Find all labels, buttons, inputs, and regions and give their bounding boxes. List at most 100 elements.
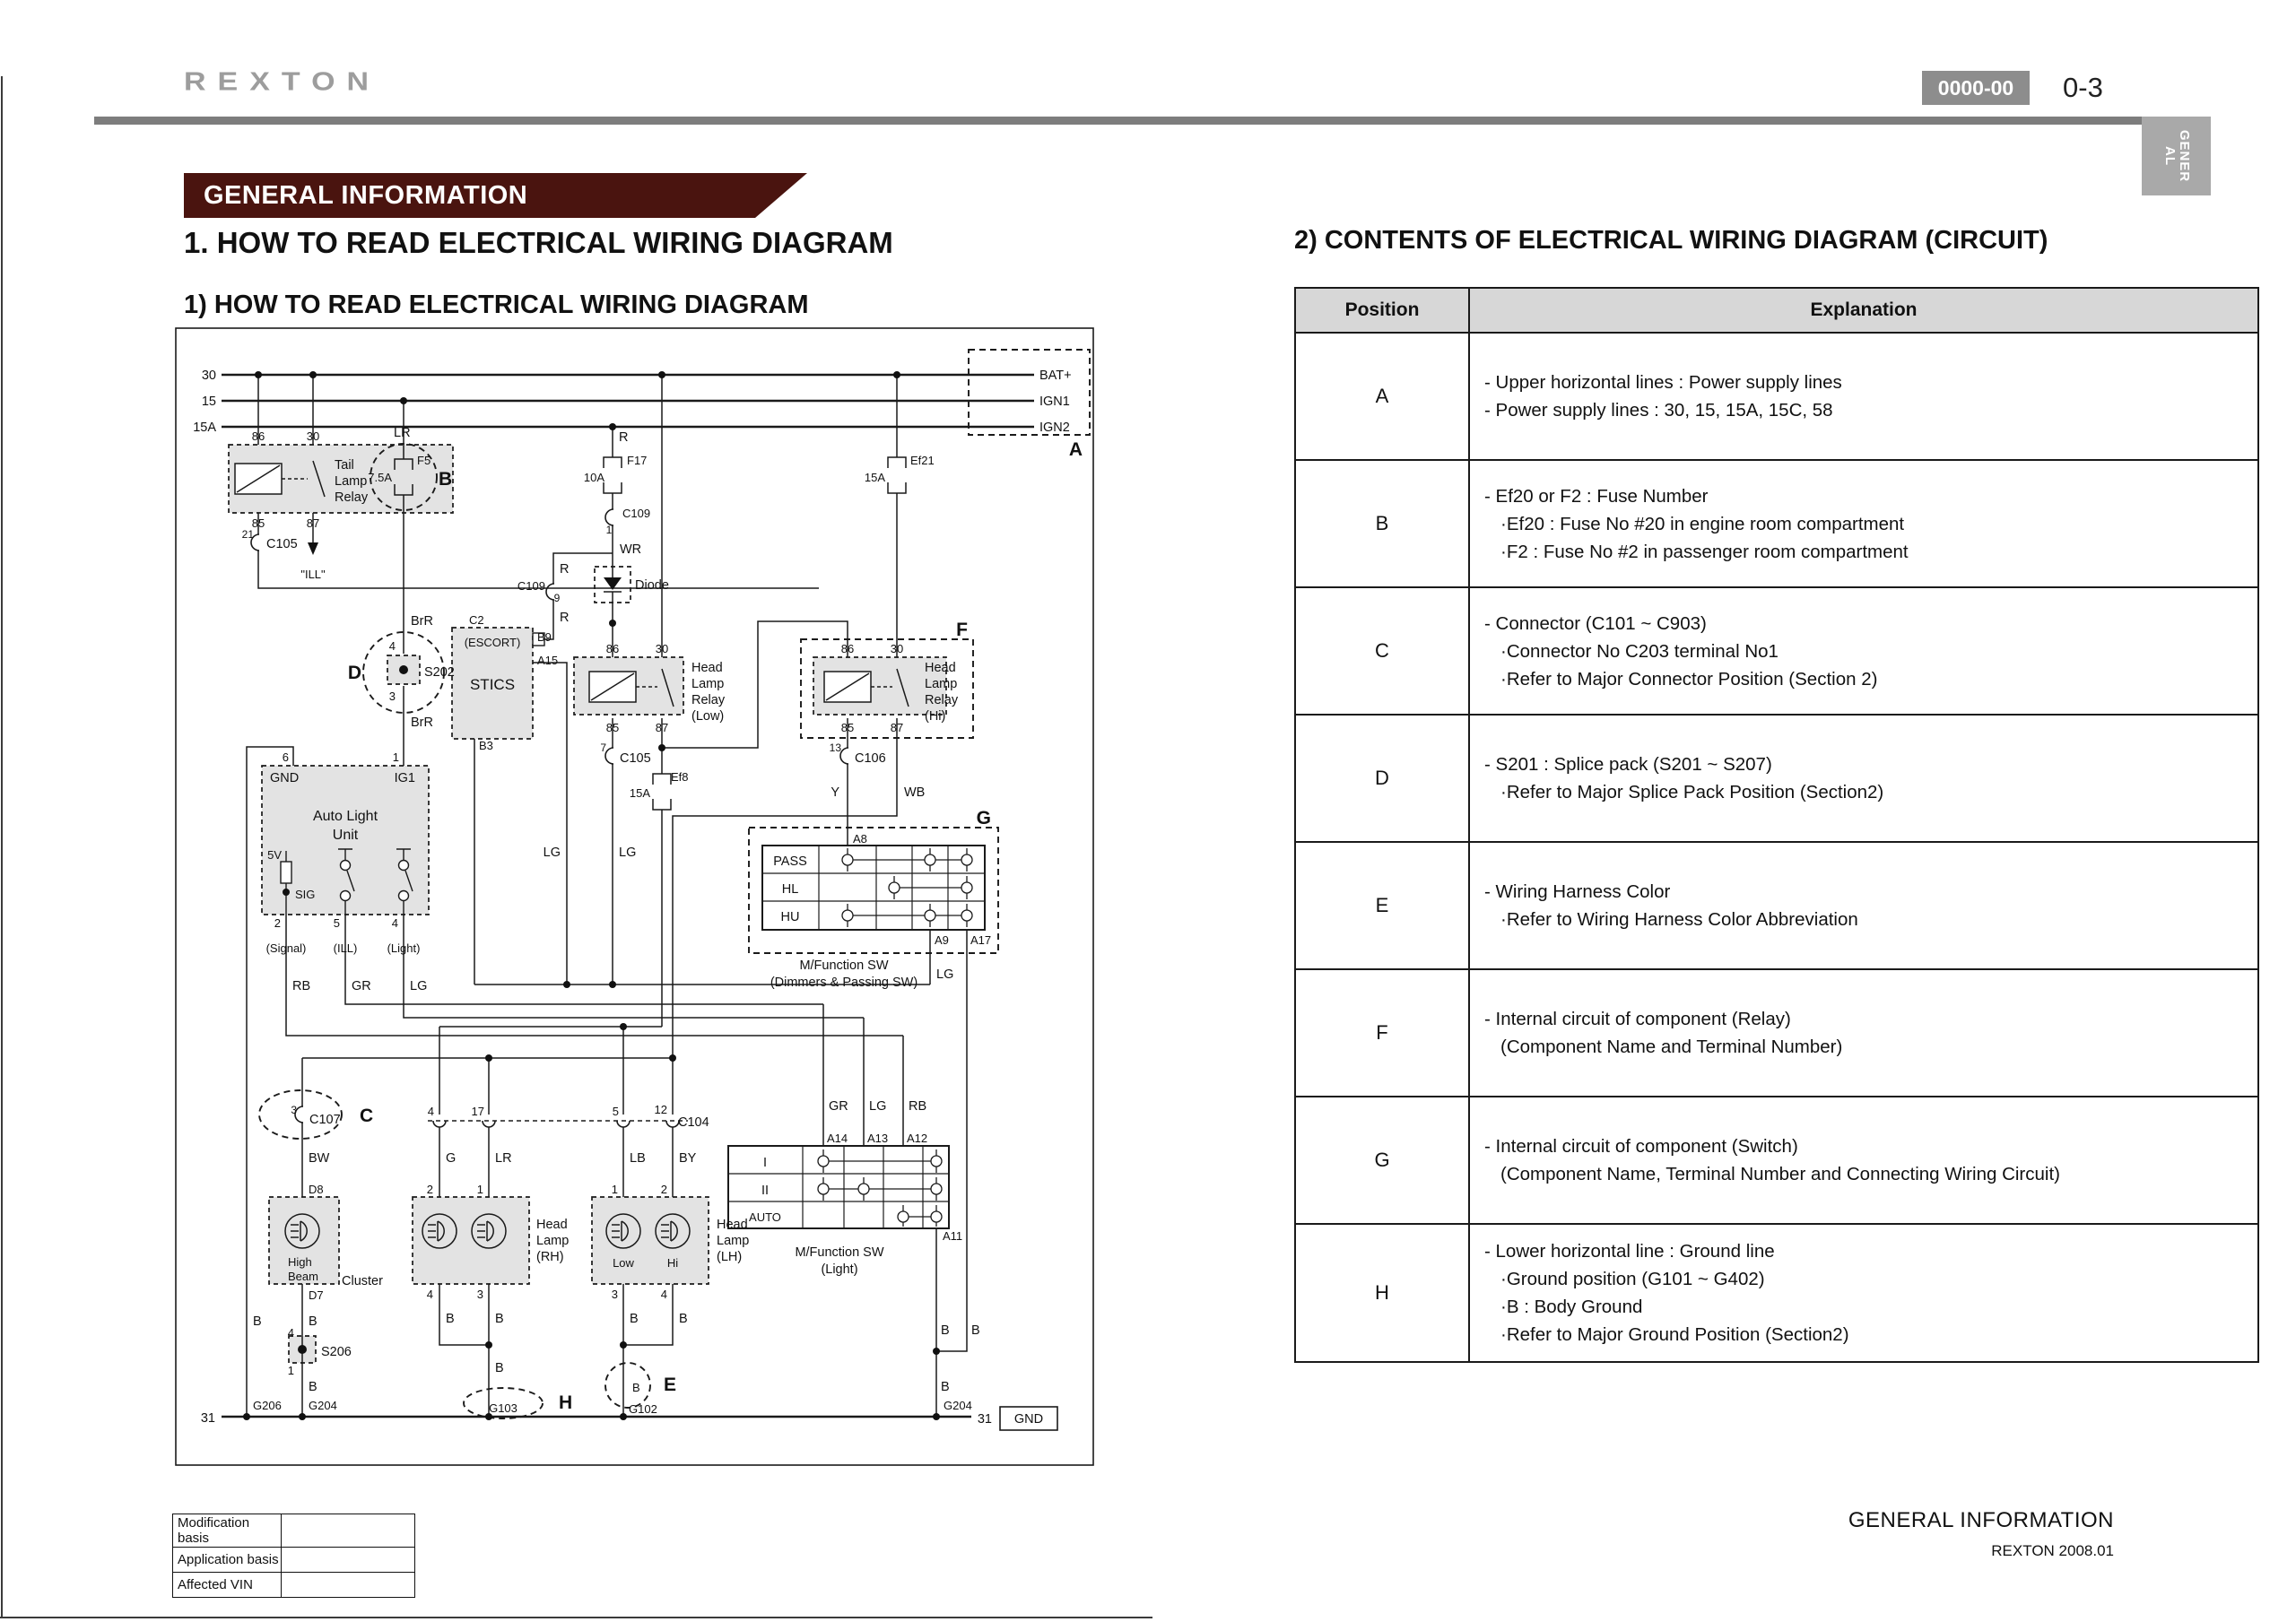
page-number: 0-3 — [2063, 72, 2103, 103]
diagram-label: 15A — [865, 471, 885, 484]
explanation-line: ·Refer to Major Ground Position (Section… — [1500, 1324, 1849, 1345]
connector-c104-5 — [616, 1120, 631, 1128]
ill-arrow — [308, 542, 318, 555]
marker-d-circle — [362, 631, 445, 714]
position-cell: A — [1294, 332, 1470, 461]
diagram-label: (Light) — [387, 941, 421, 955]
stics-box — [451, 627, 534, 740]
connector-c105-7 — [604, 747, 614, 765]
diagram-label: GND — [270, 771, 299, 785]
diagram-label: IGN1 — [1039, 395, 1070, 409]
alu-internals — [280, 848, 413, 915]
connector-symbols — [250, 508, 849, 1128]
diagram-label: G206 — [253, 1399, 282, 1412]
diagram-label: GND — [1014, 1412, 1043, 1427]
diagram-label: Ef8 — [671, 770, 689, 784]
diagram-label: "ILL" — [300, 568, 326, 581]
diagram-label: F5 — [417, 454, 430, 467]
diagram-label: 30 — [202, 369, 216, 383]
explanation-line: ·Connector No C203 terminal No1 — [1500, 640, 1779, 662]
diagram-label: A17 — [970, 933, 991, 947]
side-tab-general[interactable]: GENERAL — [2142, 117, 2211, 195]
diagram-label: IG1 — [395, 771, 415, 785]
diagram-label: (Hi) — [925, 709, 945, 724]
connector-c105-21 — [250, 533, 260, 551]
diagram-label: G103 — [489, 1401, 517, 1415]
dimmer-switch-table — [761, 845, 986, 931]
diagram-label: Lamp — [335, 474, 367, 489]
diagram-label: B — [971, 1323, 980, 1338]
diagram-label: 86 — [252, 429, 265, 443]
diagram-label: Low — [613, 1256, 634, 1270]
diagram-label: Tail — [335, 458, 354, 473]
diagram-label: 4 — [392, 916, 398, 930]
footer-row-label: Affected VIN — [172, 1572, 282, 1598]
diagram-label: (Low) — [691, 709, 724, 724]
connector-c104-17 — [482, 1120, 496, 1128]
explanation-line: (Component Name and Terminal Number) — [1500, 1037, 1843, 1057]
diagram-label: 13 — [830, 742, 842, 754]
connector-c104-12 — [665, 1120, 680, 1128]
explanation-line: - Wiring Harness Color — [1484, 881, 1671, 902]
explanation-cell: - Lower horizontal line : Ground line·Gr… — [1468, 1223, 2259, 1363]
diagram-label: Hi — [667, 1256, 678, 1270]
diagram-label: 12 — [655, 1103, 667, 1116]
diagram-label: 5V — [267, 848, 282, 862]
diagram-label: 15 — [202, 395, 216, 409]
explanation-table: Position Explanation A- Upper horizontal… — [1294, 287, 2259, 1363]
diagram-label: B9 — [537, 630, 552, 644]
diagram-label: E — [664, 1375, 676, 1395]
diagram-label: 4 — [389, 639, 396, 653]
light-switch-table — [727, 1145, 950, 1229]
diagram-label: IGN2 — [1039, 421, 1070, 435]
diagram-label: (RH) — [536, 1250, 564, 1264]
diagram-label: II — [761, 1184, 769, 1198]
position-cell: H — [1294, 1223, 1470, 1363]
connector-c109-1 — [604, 508, 614, 526]
diagram-label: BrR — [411, 614, 433, 629]
col-header-explanation: Explanation — [1468, 287, 2259, 334]
diagram-label: C109 — [622, 507, 650, 520]
footer-row: Application basis — [172, 1547, 415, 1573]
diagram-label: A14 — [827, 1132, 848, 1145]
explanation-table-body: A- Upper horizontal lines : Power supply… — [1294, 332, 2259, 1363]
diagram-label: LG — [619, 846, 636, 860]
diagram-label: HU — [781, 910, 800, 924]
diagram-label: Unit — [333, 828, 359, 843]
diagram-label: LG — [936, 967, 953, 982]
footer-row-label: Application basis — [172, 1547, 282, 1573]
diagram-label: D — [348, 663, 361, 683]
footer-model-version: REXTON 2008.01 — [1991, 1542, 2114, 1559]
rexton-logo: REXTON — [184, 66, 381, 97]
diagram-label: 3 — [477, 1288, 483, 1301]
table-row: F- Internal circuit of component (Relay)… — [1294, 968, 2259, 1097]
fuses — [394, 456, 907, 811]
diagram-label: High — [288, 1255, 312, 1269]
diagram-label: Y — [831, 785, 839, 800]
explanation-line: ·Refer to Major Splice Pack Position (Se… — [1500, 782, 1884, 802]
diagram-label: 85 — [252, 516, 265, 530]
diagram-label: C104 — [678, 1115, 709, 1130]
diagram-label: F — [956, 620, 968, 640]
position-cell: B — [1294, 459, 1470, 588]
connector-c106-13 — [839, 747, 849, 765]
diagram-label: AUTO — [749, 1210, 781, 1224]
footer-row-label: Modification basis — [172, 1514, 282, 1548]
position-cell: F — [1294, 968, 1470, 1097]
diagram-label: 30 — [307, 429, 319, 443]
diagram-label: GR — [829, 1099, 848, 1114]
marker-h-ellipse — [463, 1387, 544, 1419]
diagram-label: Diode — [635, 578, 669, 593]
diagram-label: B — [679, 1312, 688, 1326]
diagram-label: G — [977, 808, 991, 828]
diagram-label: R — [619, 430, 628, 445]
heading-sub: 1) HOW TO READ ELECTRICAL WIRING DIAGRAM — [184, 291, 809, 319]
diagram-label: 3 — [612, 1288, 618, 1301]
marker-f-box — [800, 638, 974, 739]
scan-edge-left — [1, 76, 3, 1618]
diagram-label: BY — [679, 1151, 697, 1166]
stics-b9-pin — [532, 632, 545, 646]
